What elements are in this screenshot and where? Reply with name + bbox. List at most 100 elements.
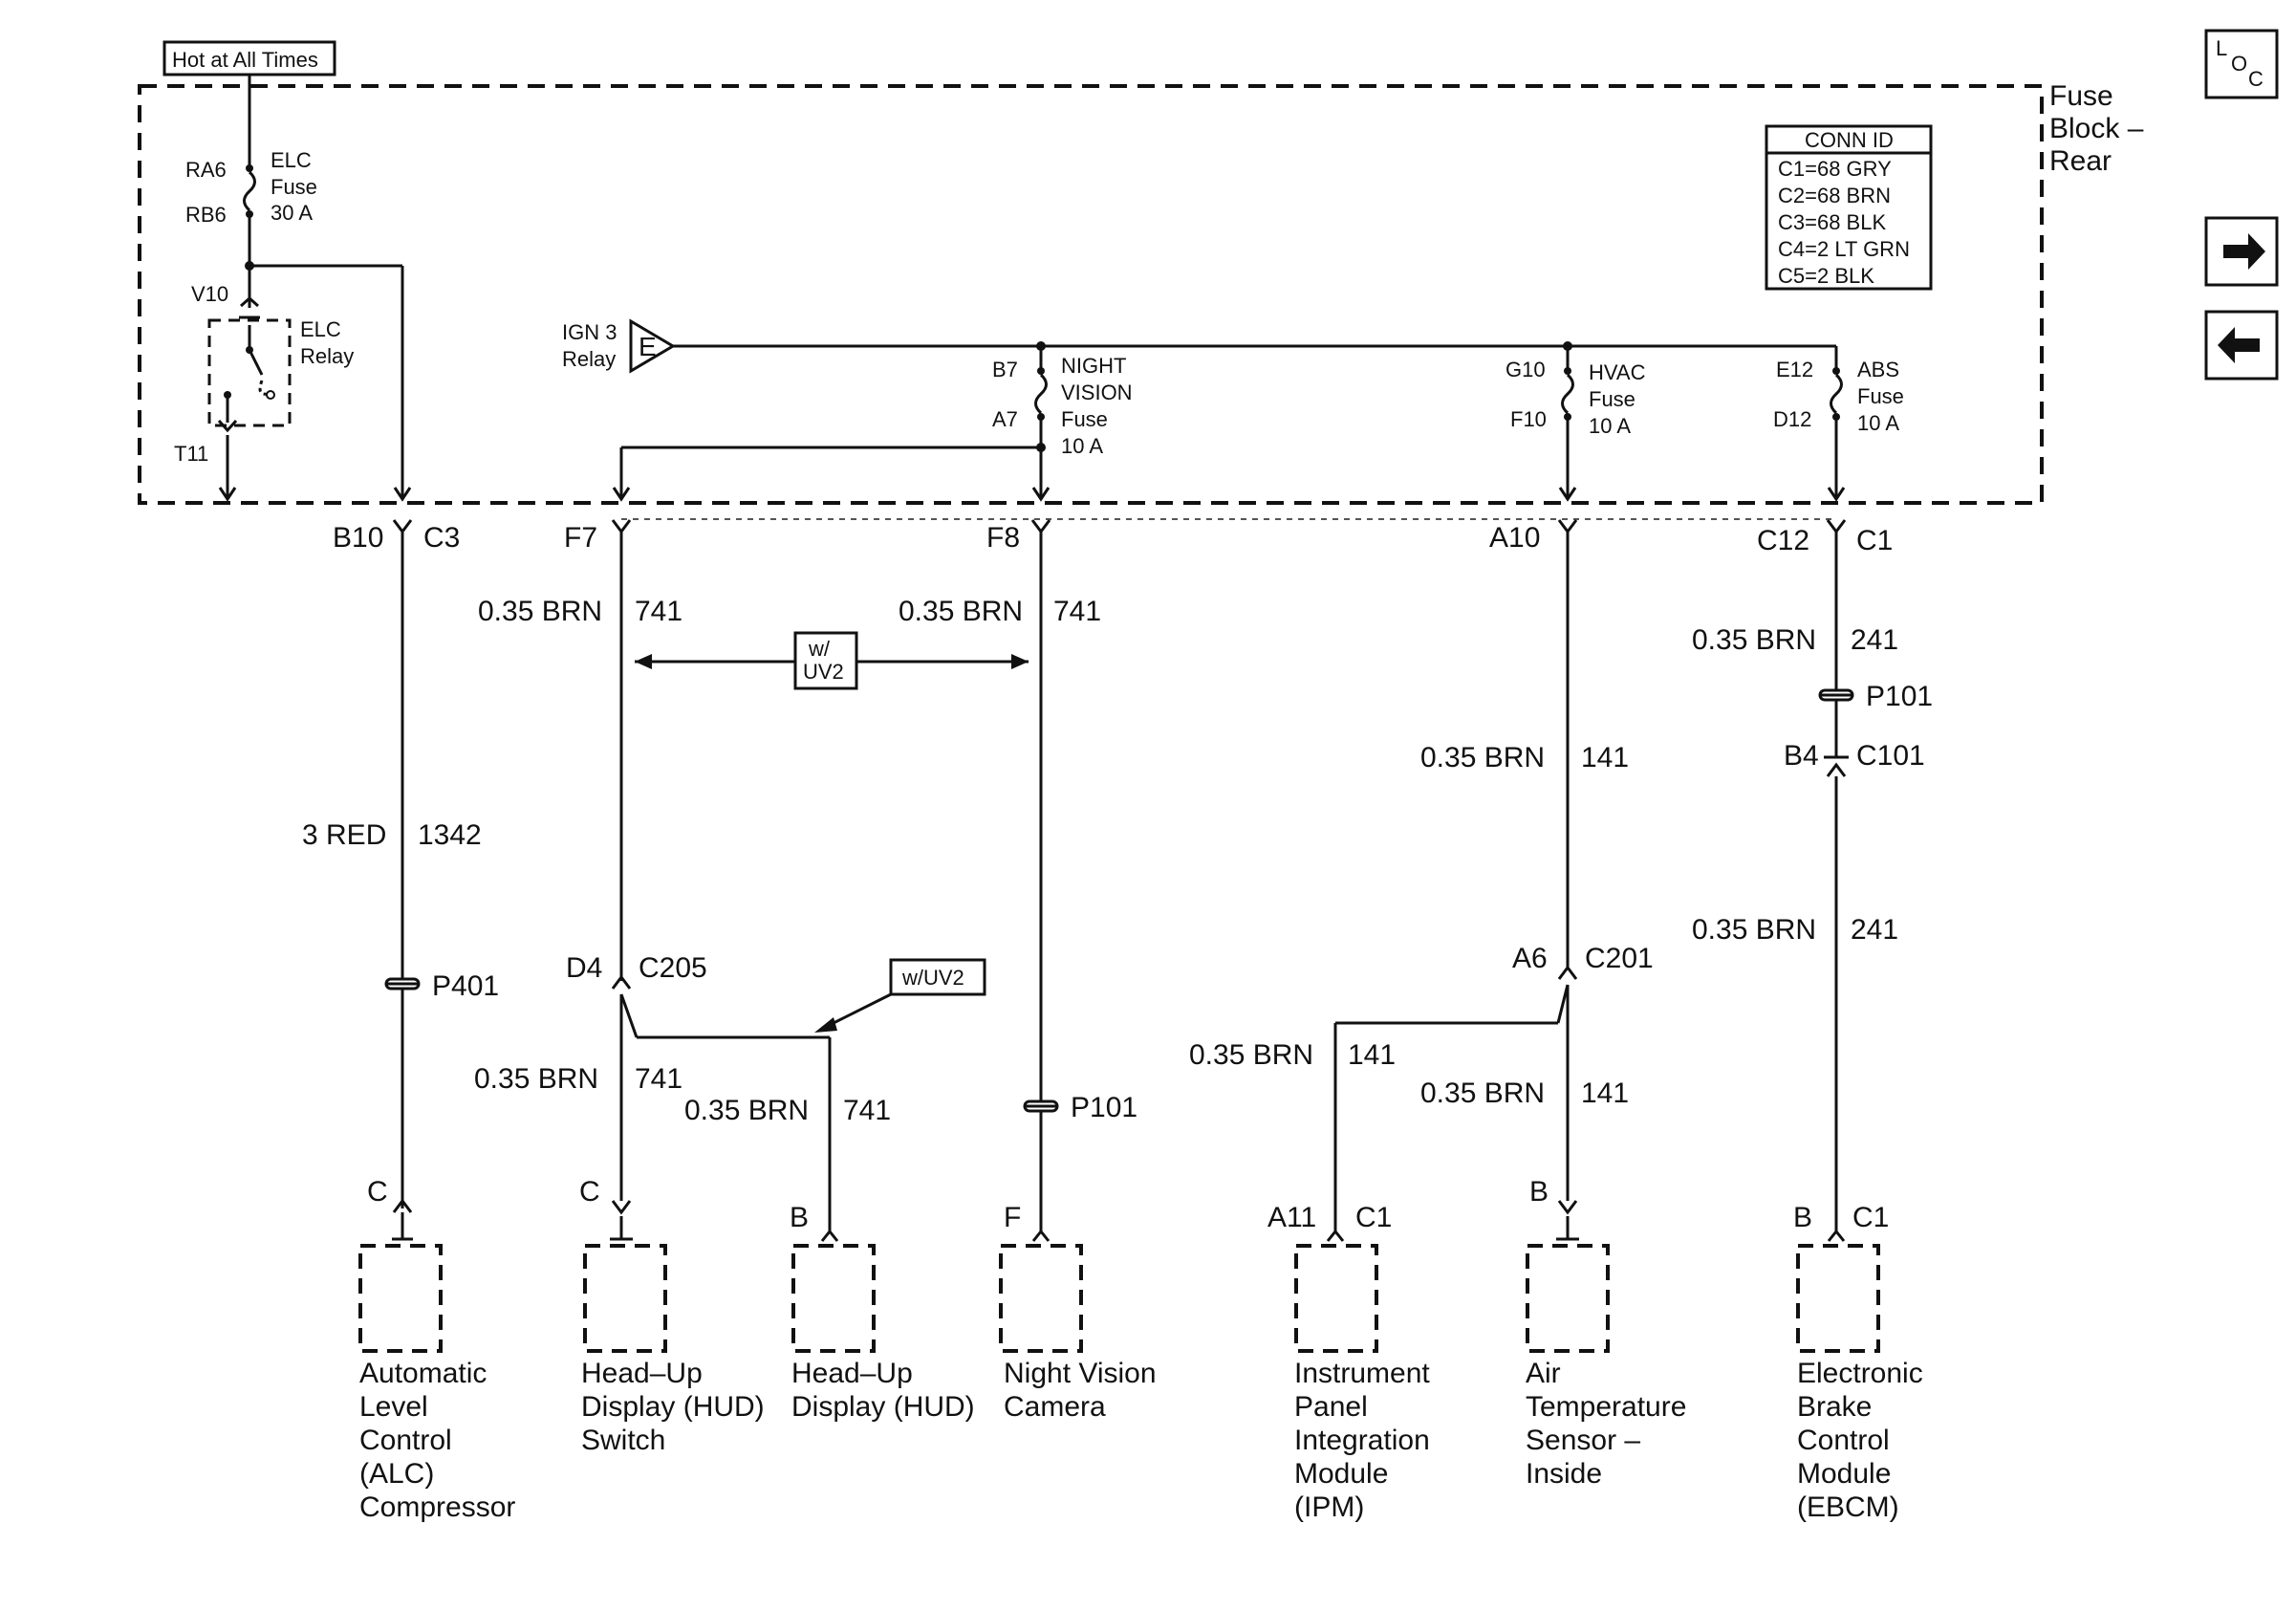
ign3-label-line1: IGN 3: [562, 320, 617, 344]
fuse-block-title: Fuse Block – Rear: [2049, 80, 2144, 177]
hvac-connector-pin: A6: [1512, 943, 1548, 974]
component-label: Display (HUD): [791, 1391, 975, 1423]
component-pin: C: [579, 1176, 600, 1208]
component-label: Air: [1526, 1358, 1561, 1389]
component-alc-compressor: C Automatic Level Control (ALC) Compress…: [358, 1176, 515, 1523]
component-label: Head–Up: [581, 1358, 703, 1389]
abs-fuse-line: 10 A: [1857, 411, 1899, 435]
component-label: Module: [1294, 1458, 1388, 1490]
conn-id-table: CONN ID C1=68 GRY C2=68 BRN C3=68 BLK C4…: [1765, 124, 1933, 291]
f7-wire-circuit: 741: [635, 596, 682, 627]
night-vision-fuse-line: Fuse: [1061, 407, 1108, 431]
component-label: Control: [359, 1425, 452, 1456]
abs-fuse: E12 D12 ABS Fuse 10 A: [1773, 346, 1904, 502]
component-label: Night Vision: [1004, 1358, 1157, 1389]
component-connector: C1: [1852, 1202, 1889, 1233]
hot-at-all-times-tag: Hot at All Times: [162, 40, 336, 76]
component-label: Head–Up: [791, 1358, 913, 1389]
component-label: (EBCM): [1797, 1491, 1899, 1523]
conn-id-row: C1=68 GRY: [1778, 157, 1892, 181]
fuse-block-title-line1: Fuse: [2049, 80, 2113, 112]
terminal-b10: B10: [333, 522, 383, 554]
elc-fuse-rating: 30 A: [271, 201, 313, 225]
conn-id-row: C2=68 BRN: [1778, 184, 1891, 207]
elc-fuse-word: Fuse: [271, 175, 317, 199]
f7-wire-gauge: 0.35 BRN: [478, 596, 602, 627]
night-vision-fuse-pin-top: B7: [992, 358, 1018, 381]
hvac-fuse-line: 10 A: [1589, 414, 1631, 438]
component-hud: B Head–Up Display (HUD): [790, 1202, 975, 1423]
component-pin: F: [1004, 1202, 1021, 1233]
hud-branch-connector: C205: [639, 952, 707, 984]
elc-relay-pin-top: V10: [191, 282, 228, 306]
abs-bottom-wire-gauge: 0.35 BRN: [1692, 914, 1816, 946]
f8-wire-circuit: 741: [1053, 596, 1101, 627]
f8-wire-gauge: 0.35 BRN: [899, 596, 1023, 627]
next-page-button[interactable]: [2204, 216, 2279, 287]
component-label: Automatic: [359, 1358, 487, 1389]
component-label: Electronic: [1797, 1358, 1923, 1389]
fuse-block-outline: [138, 84, 2044, 505]
night-vision-fuse-line: 10 A: [1061, 434, 1103, 458]
elc-fuse-name: ELC: [271, 148, 312, 172]
component-ipm: A11 C1 Instrument Panel Integration Modu…: [1267, 1202, 1430, 1523]
hvac-fuse-pin-bottom: F10: [1510, 407, 1547, 431]
abs-fuse-line: Fuse: [1857, 384, 1904, 408]
hvac-fuse-line: Fuse: [1589, 387, 1635, 411]
component-pin: C: [367, 1176, 388, 1208]
component-pin: B: [790, 1202, 809, 1233]
elc-circuit: RA6 RB6 ELC Fuse 30 A V10 T11 ELC Relay: [174, 75, 412, 502]
abs-bottom-wire-circuit: 241: [1851, 914, 1898, 946]
component-label: Switch: [581, 1425, 665, 1456]
uv2-callout-label: w/UV2: [901, 966, 964, 990]
elc-relay-word: Relay: [300, 344, 354, 368]
component-label: Control: [1797, 1425, 1890, 1456]
component-label: Compressor: [359, 1491, 515, 1523]
component-label: Level: [359, 1391, 428, 1423]
elc-fuse-pin-bottom: RB6: [185, 203, 227, 227]
component-ebcm: B C1 Electronic Brake Control Module (EB…: [1793, 1202, 1923, 1523]
hud-wire-circuit: 741: [843, 1095, 891, 1126]
component-pin: B: [1529, 1176, 1549, 1208]
alc-splice: P401: [432, 970, 499, 1002]
abs-top-wire-circuit: 241: [1851, 624, 1898, 656]
ign3-bus: E IGN 3 Relay: [562, 318, 1836, 374]
fuse-block-title-line2: Block –: [2049, 113, 2144, 144]
night-vision-fuse-line: VISION: [1061, 381, 1133, 404]
fuse-block-title-line3: Rear: [2049, 145, 2112, 177]
component-label: Integration: [1294, 1425, 1430, 1456]
hud-switch-wire-circuit: 741: [635, 1063, 682, 1095]
hvac-fuse-line: HVAC: [1589, 360, 1646, 384]
terminal-f8: F8: [986, 522, 1020, 554]
hvac-top-wire-gauge: 0.35 BRN: [1420, 742, 1545, 773]
hvac-wire: 0.35 BRN 141 A6 C201 0.35 BRN 141 0.35 B…: [1189, 519, 1654, 1242]
uv2-option-line2: UV2: [803, 660, 844, 684]
abs-connector-name: C101: [1856, 740, 1925, 772]
component-label: (IPM): [1294, 1491, 1364, 1523]
loc-letter-c: C: [2248, 67, 2264, 91]
abs-wire: 0.35 BRN 241 P101 B4 C101 0.35 BRN 241: [1692, 519, 1933, 1242]
component-label: Brake: [1797, 1391, 1872, 1423]
abs-fuse-pin-top: E12: [1776, 358, 1813, 381]
component-label: Panel: [1294, 1391, 1368, 1423]
component-pin: A11: [1267, 1202, 1316, 1233]
f8-splice: P101: [1071, 1092, 1137, 1123]
conn-id-row: C5=2 BLK: [1778, 264, 1874, 288]
terminal-c3: C3: [423, 522, 460, 554]
hvac-top-wire-circuit: 141: [1581, 742, 1629, 773]
alc-wire-gauge: 3 RED: [302, 819, 386, 851]
previous-page-button[interactable]: [2204, 310, 2279, 381]
conn-id-title: CONN ID: [1805, 128, 1894, 152]
component-label: Sensor –: [1526, 1425, 1640, 1456]
hvac-fuse: G10 F10 HVAC Fuse 10 A: [1505, 346, 1646, 502]
loc-button[interactable]: L O C: [2204, 29, 2279, 99]
terminal-c1: C1: [1856, 525, 1893, 556]
night-vision-fuse: B7 A7 NIGHT VISION Fuse 10 A: [612, 346, 1133, 502]
arrow-right-icon: [2223, 233, 2265, 270]
hud-switch-wire-gauge: 0.35 BRN: [474, 1063, 598, 1095]
component-label: Inside: [1526, 1458, 1602, 1490]
f8-wire: 0.35 BRN 741 P101: [899, 519, 1137, 1242]
terminal-f7: F7: [564, 522, 597, 554]
component-label: Display (HUD): [581, 1391, 765, 1423]
